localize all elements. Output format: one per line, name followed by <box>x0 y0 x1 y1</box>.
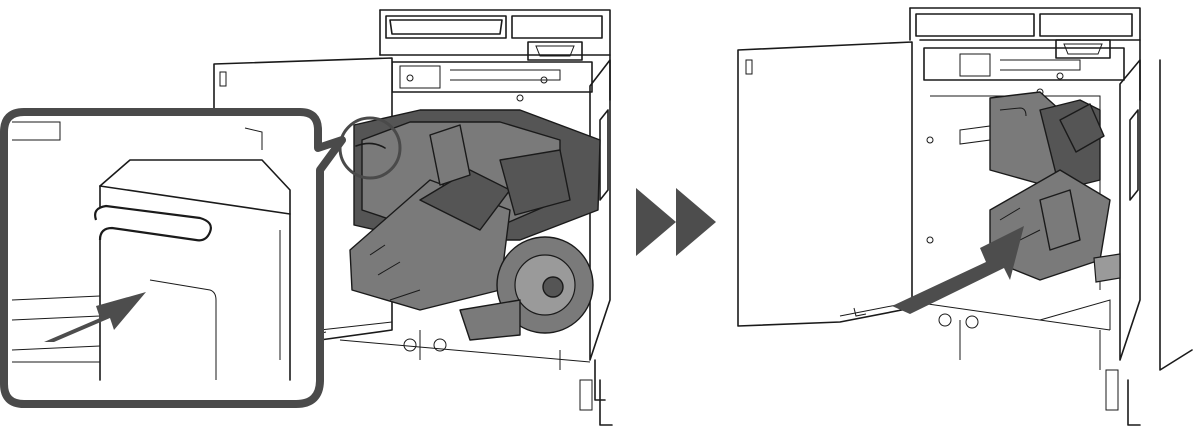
handle-callout <box>0 108 346 408</box>
panel-after <box>737 7 1193 426</box>
cabinet-right <box>899 7 1193 426</box>
double-chevron-right-icon <box>636 188 716 256</box>
callout-unit-box <box>11 121 291 381</box>
drawer-unit-pulled <box>349 109 601 352</box>
push-arrow-callout <box>44 292 146 342</box>
cabinet-door-right <box>737 41 913 327</box>
cabinet-left <box>339 9 613 426</box>
panel-before <box>0 9 613 426</box>
push-arrow <box>892 226 1024 314</box>
handle-grip <box>94 204 212 242</box>
drawer-unit-stored <box>989 91 1121 283</box>
